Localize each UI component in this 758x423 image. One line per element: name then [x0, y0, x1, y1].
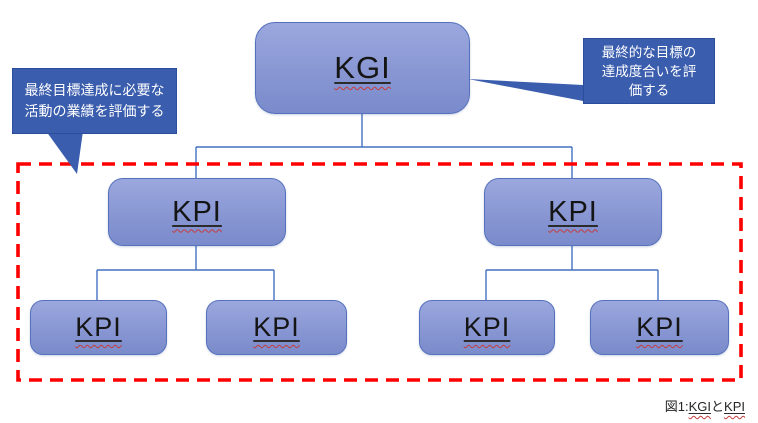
figure-caption-kgi: KGI: [688, 399, 712, 414]
node-kpi-mid-left: KPI: [108, 178, 286, 246]
figure-caption-connector: と: [711, 399, 725, 414]
callout-kpi-line2: 活動の業績を評価する: [24, 103, 165, 119]
node-kpi-leaf-2: KPI: [206, 300, 347, 355]
callout-kgi-line3: 価する: [628, 82, 670, 98]
node-kgi: KGI: [255, 22, 470, 114]
node-kgi-label: KGI: [334, 50, 391, 85]
callout-kgi-description: 最終的な目標の 達成度合いを評 価する: [583, 38, 715, 104]
node-kpi-leaf-3-label: KPI: [463, 312, 511, 342]
callout-left-tail: [46, 131, 83, 174]
node-kpi-mid-right-label: KPI: [548, 195, 598, 228]
node-kpi-leaf-1-label: KPI: [75, 312, 122, 342]
node-kpi-leaf-4-label: KPI: [636, 312, 683, 342]
node-kpi-mid-right: KPI: [484, 178, 662, 246]
callout-right-tail: [468, 79, 583, 101]
callout-kpi-description: 最終目標達成に必要な 活動の業績を評価する: [12, 68, 177, 134]
callout-kpi-line1: 最終目標達成に必要な: [24, 82, 165, 98]
node-kpi-mid-left-label: KPI: [172, 195, 222, 228]
figure-caption: 図1:KGIとKPI: [665, 396, 745, 415]
node-kpi-leaf-1: KPI: [30, 300, 167, 355]
node-kpi-leaf-4: KPI: [590, 300, 729, 355]
node-kpi-leaf-3: KPI: [419, 300, 555, 355]
figure-caption-kpi: KPI: [724, 399, 745, 414]
node-kpi-leaf-2-label: KPI: [253, 312, 300, 342]
callout-kgi-line2: 達成度合いを評: [601, 63, 697, 79]
callout-kgi-line1: 最終的な目標の: [601, 44, 697, 60]
figure-caption-prefix: 図1:: [664, 399, 689, 414]
